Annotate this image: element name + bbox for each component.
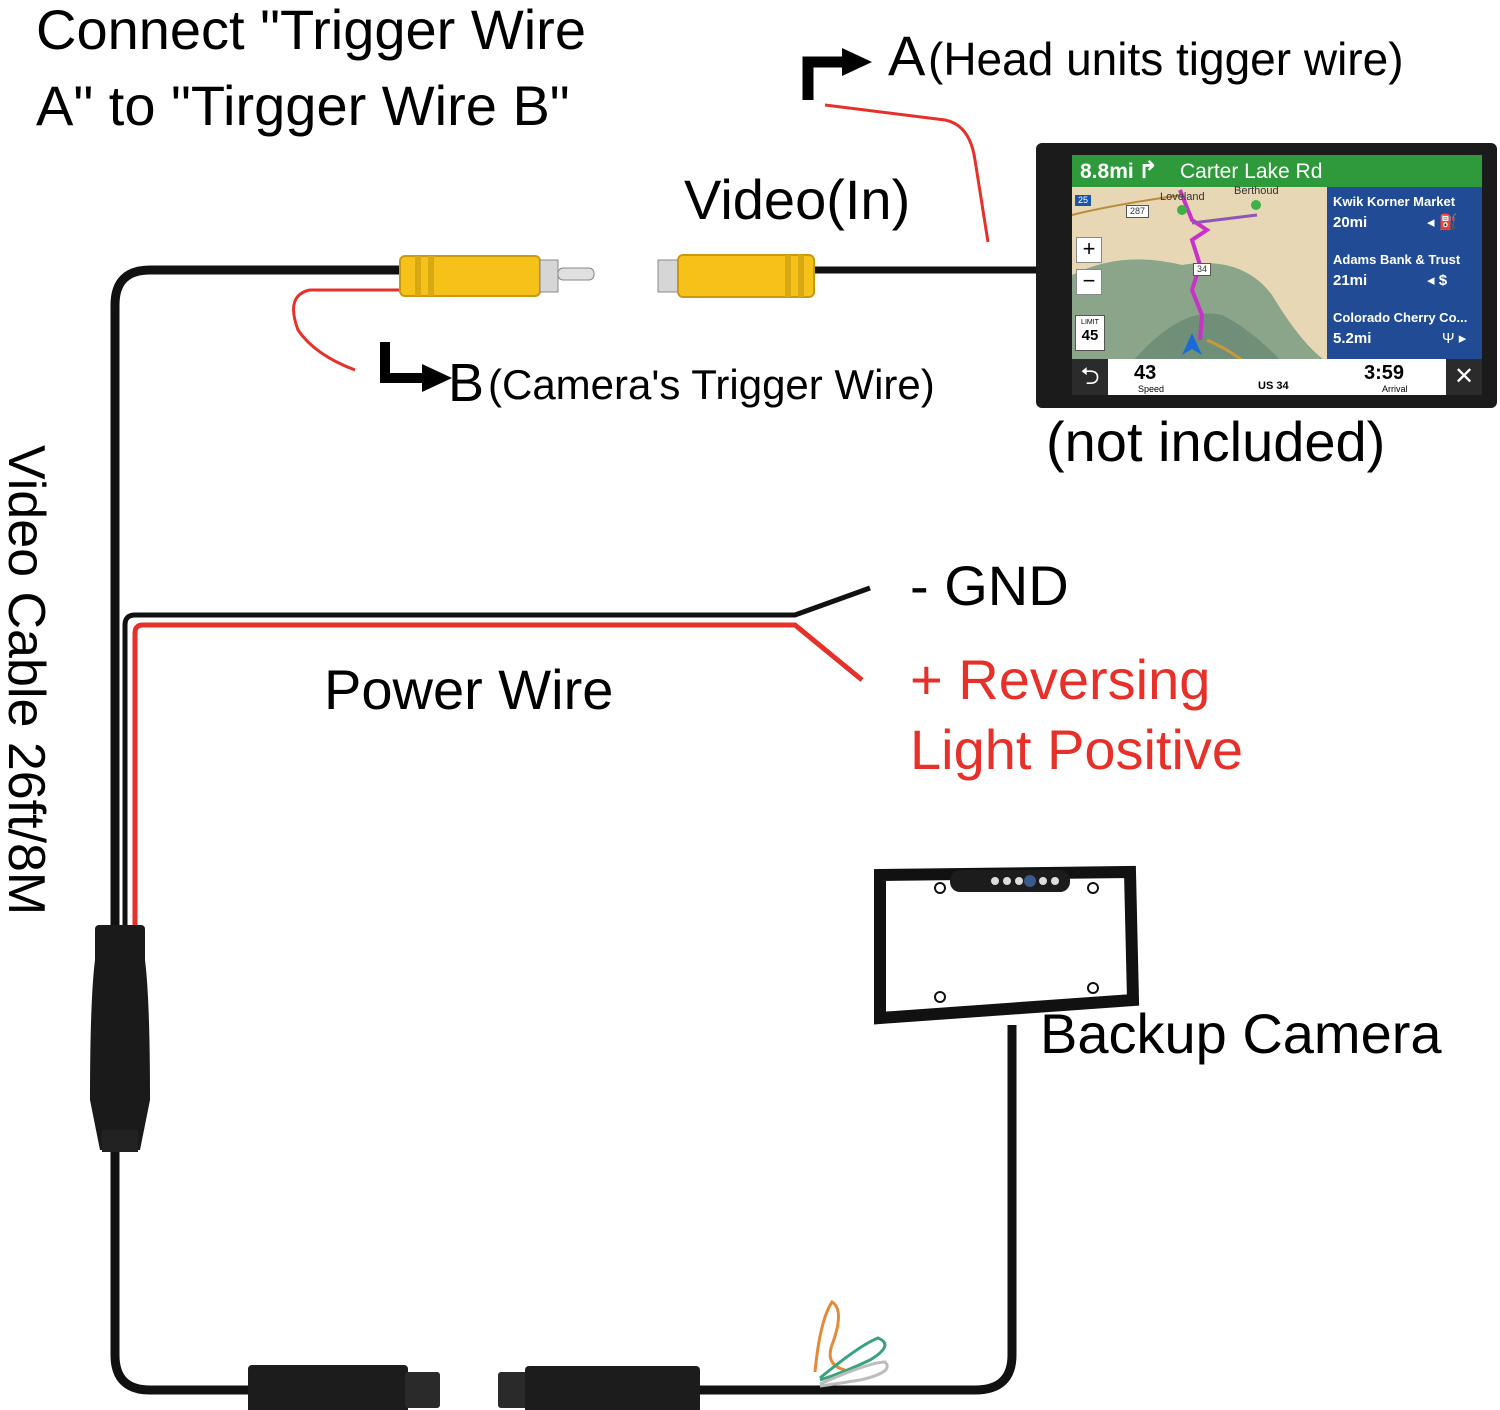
video-cable-label: Video Cable 26ft/8M bbox=[0, 445, 55, 916]
camera-cable bbox=[700, 1025, 1017, 1395]
arrival-label: Arrival bbox=[1382, 384, 1408, 394]
power-wire-label: Power Wire bbox=[324, 658, 614, 721]
back-arrow-icon[interactable]: ⮌ bbox=[1072, 359, 1108, 395]
bank-icon: ◂ $ bbox=[1427, 272, 1448, 289]
speed-limit-label: LIMIT bbox=[1081, 319, 1099, 326]
gps-shield-34: 34 bbox=[1193, 263, 1212, 276]
trigger-wire-a bbox=[824, 103, 990, 243]
pigtail-green bbox=[819, 1336, 887, 1382]
turn-right-icon: ↱ bbox=[1138, 157, 1159, 184]
reversing-light-label-line2: Light Positive bbox=[910, 718, 1244, 781]
speed-value: 43 bbox=[1134, 362, 1157, 384]
trigger-a-letter: A bbox=[888, 24, 926, 87]
arrow-a-icon bbox=[802, 56, 845, 100]
not-included-label: (not included) bbox=[1046, 410, 1386, 473]
speed-limit-value: 45 bbox=[1081, 327, 1099, 344]
aviation-connector-male bbox=[248, 1365, 440, 1410]
video-cable-lower bbox=[110, 1150, 250, 1395]
zoom-out-button[interactable]: − bbox=[1076, 269, 1102, 295]
gps-street: Carter Lake Rd bbox=[1180, 160, 1323, 183]
poi-1-distance: 20mi bbox=[1333, 214, 1368, 231]
road-name: US 34 bbox=[1258, 380, 1289, 392]
arrow-b-icon bbox=[380, 342, 425, 383]
fuel-icon: ◂ ⛽ bbox=[1427, 214, 1458, 231]
arrival-time: 3:59 bbox=[1364, 362, 1405, 384]
rca-female-connector bbox=[657, 254, 815, 298]
head-unit-gps: 8.8mi ↱ Carter Lake Rd Loveland Berthoud… bbox=[1036, 143, 1497, 408]
rca-male-connector bbox=[399, 255, 595, 297]
backup-camera-label: Backup Camera bbox=[1040, 1002, 1442, 1065]
connect-instruction-line2: A" to "Tirgger Wire B" bbox=[36, 74, 570, 137]
pigtail-orange bbox=[813, 1299, 846, 1373]
poi-3-distance: 5.2mi bbox=[1333, 330, 1372, 347]
gps-poi-list: Kwik Korner Market 20mi ◂ ⛽ Adams Bank &… bbox=[1327, 187, 1482, 363]
video-in-label: Video(In) bbox=[684, 168, 911, 231]
gps-screen: 8.8mi ↱ Carter Lake Rd Loveland Berthoud… bbox=[1072, 155, 1482, 395]
close-icon[interactable]: ✕ bbox=[1446, 359, 1482, 395]
inline-junction-box bbox=[90, 925, 150, 1152]
trigger-wire-b bbox=[292, 288, 400, 372]
gnd-label: - GND bbox=[910, 554, 1069, 617]
license-plate-camera bbox=[874, 865, 1140, 1025]
aviation-connector-female bbox=[498, 1366, 700, 1410]
trigger-b-letter: B bbox=[448, 353, 485, 413]
trigger-a-description: (Head units tigger wire) bbox=[928, 33, 1404, 85]
gps-shield-25: 25 bbox=[1075, 195, 1092, 206]
food-icon: Ψ ▸ bbox=[1442, 330, 1467, 347]
gps-status-bar: ⮌ 43 Speed US 34 3:59 Arrival ✕ bbox=[1072, 359, 1482, 395]
gps-distance: 8.8mi bbox=[1080, 160, 1134, 183]
pigtail-white bbox=[819, 1360, 889, 1388]
poi-3-name[interactable]: Colorado Cherry Co... bbox=[1333, 310, 1468, 325]
poi-2-name[interactable]: Adams Bank & Trust bbox=[1333, 252, 1461, 267]
zoom-in-button[interactable]: + bbox=[1076, 237, 1102, 263]
reversing-light-label-line1: + Reversing bbox=[910, 648, 1211, 711]
speed-limit-sign: LIMIT 45 bbox=[1075, 315, 1105, 351]
gps-nav-bar: 8.8mi ↱ Carter Lake Rd bbox=[1072, 155, 1482, 187]
video-cable bbox=[110, 265, 400, 930]
speed-label: Speed bbox=[1138, 384, 1165, 394]
connect-instruction-line1: Connect "Trigger Wire bbox=[36, 0, 586, 61]
gps-town-loveland: Loveland bbox=[1160, 191, 1205, 203]
trigger-b-description: (Camera's Trigger Wire) bbox=[488, 361, 935, 408]
gps-shield-287: 287 bbox=[1126, 205, 1150, 218]
poi-1-name[interactable]: Kwik Korner Market bbox=[1333, 194, 1456, 209]
video-cable-label-box: Video Cable 26ft/8M bbox=[0, 445, 55, 1005]
gps-town-berthoud: Berthoud bbox=[1234, 185, 1279, 197]
reversing-wire bbox=[132, 622, 864, 930]
gnd-wire bbox=[122, 585, 871, 930]
poi-2-distance: 21mi bbox=[1333, 272, 1368, 289]
